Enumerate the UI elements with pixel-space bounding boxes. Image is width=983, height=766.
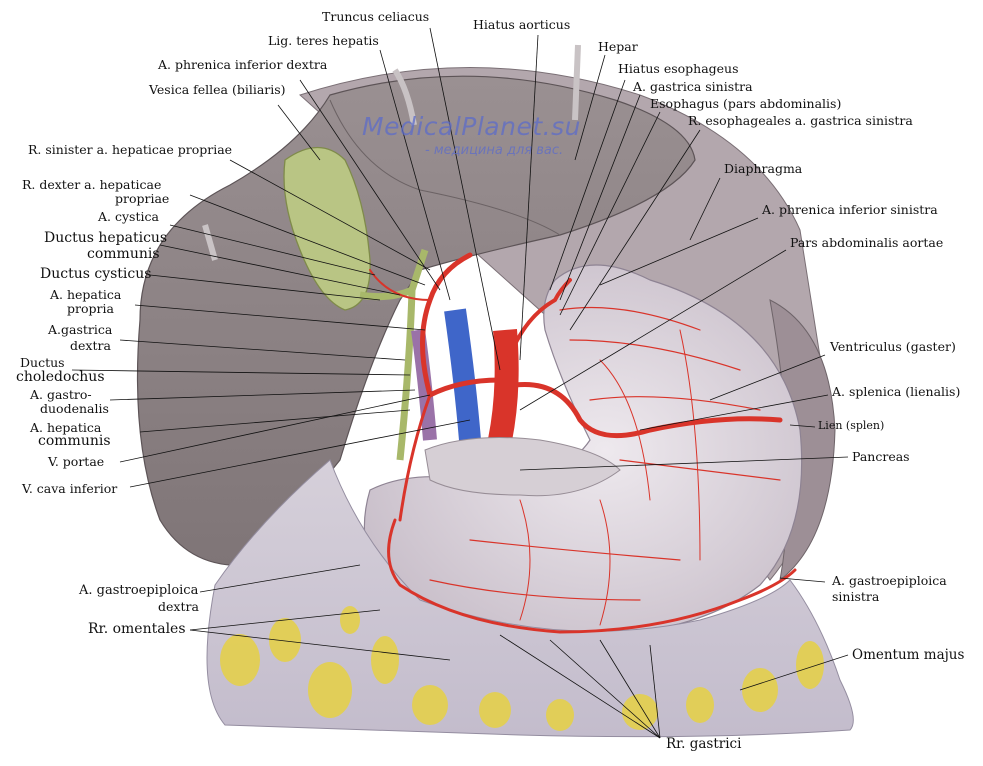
label-esophagus: Esophagus (pars abdominalis) [650,96,842,111]
label-ductus-cysticus: Ductus cysticus [40,266,152,282]
label-pars-abdominalis-aortae: Pars abdominalis aortae [790,235,944,250]
label-hiatus-aorticus: Hiatus aorticus [473,17,571,32]
liver-fold [329,99,561,236]
label-r-dexter: R. dexter a. hepaticae [22,177,162,192]
label-truncus-celiacus: Truncus celiacus [322,9,430,24]
label-a-phrenica-inferior-sinistra: A. phrenica inferior sinistra [762,202,938,217]
aorta [488,329,519,443]
watermark-tagline: - медицина для вас. [425,143,564,158]
hepatic-artery [420,252,503,399]
label-a-gastrica-dextra-2: dextra [70,338,111,353]
gastroduodenal [398,393,432,522]
label-a-gastroduodenalis-2: duodenalis [40,401,109,416]
arteries [369,252,797,634]
label-ventriculus: Ventriculus (gaster) [830,339,956,354]
label-ductus-hepaticus: Ductus hepaticus [44,230,168,246]
gastroepiploic [387,518,797,634]
label-a-gastroepiploica-sinistra: A. gastroepiploica [832,573,947,588]
cystic-artery [369,269,431,301]
label-ductus-choledochus-2: choledochus [16,369,105,385]
label-a-gastrica-sinistra: A. gastrica sinistra [633,79,753,94]
label-v-portae: V. portae [48,454,105,469]
label-r-dexter-2: propriae [115,191,170,206]
diaphragm-strand-2 [202,224,218,261]
label-a-cystica: A. cystica [98,209,159,224]
bile-duct [359,248,429,461]
label-a-splenica: A. splenica (lienalis) [832,384,961,399]
watermark-site: MedicalPlanet.su [362,112,581,141]
left-gastric [503,278,572,372]
label-a-hepatica-propria: A. hepatica [50,287,122,302]
label-vesica-fellea: Vesica fellea (biliaris) [149,82,286,97]
label-a-gastroepiploica-dextra: A. gastroepiploica [79,583,199,598]
label-rr-gastrici: Rr. gastrici [666,736,742,752]
label-hepar: Hepar [598,39,638,54]
label-omentum-majus: Omentum majus [852,647,965,663]
label-pancreas: Pancreas [852,449,910,464]
label-rr-omentales: Rr. omentales [88,621,186,637]
label-v-cava-inferior: V. cava inferior [22,481,118,496]
label-hiatus-esophageus: Hiatus esophageus [618,61,739,76]
label-a-hepatica-communis: A. hepatica [30,420,102,435]
label-a-gastroepiploica-dextra-2: dextra [158,599,199,614]
vena-cava [444,308,481,441]
pancreas [424,437,621,497]
label-a-phrenica-inferior-dextra: A. phrenica inferior dextra [158,57,328,72]
label-a-hepatica-propria-2: propria [67,301,114,316]
label-r-sinister: R. sinister a. hepaticae propriae [28,142,233,157]
omentum-majus [206,459,854,738]
diaphragm-strand [572,44,581,121]
label-a-gastroduodenalis: A. gastro- [30,387,92,402]
gallbladder [283,147,371,311]
label-a-gastroepiploica-sinistra-2: sinistra [832,589,880,604]
label-r-esophageales: R. esophageales a. gastrica sinistra [688,113,913,128]
label-ductus-choledochus: Ductus [20,355,65,370]
lig-teres [392,68,417,126]
leader-lines [71,27,849,739]
label-diaphragma: Diaphragma [724,161,803,176]
label-a-gastrica-dextra: A.gastrica [48,322,113,337]
liver [136,75,696,567]
label-ductus-hepaticus-2: communis [87,246,160,262]
splenic-artery [512,381,783,439]
omentum-fat [220,606,824,731]
label-lien: Lien (splen) [818,419,885,432]
label-a-hepatica-communis-2: communis [38,433,111,449]
label-lig-teres-hepatis: Lig. teres hepatis [268,33,379,48]
